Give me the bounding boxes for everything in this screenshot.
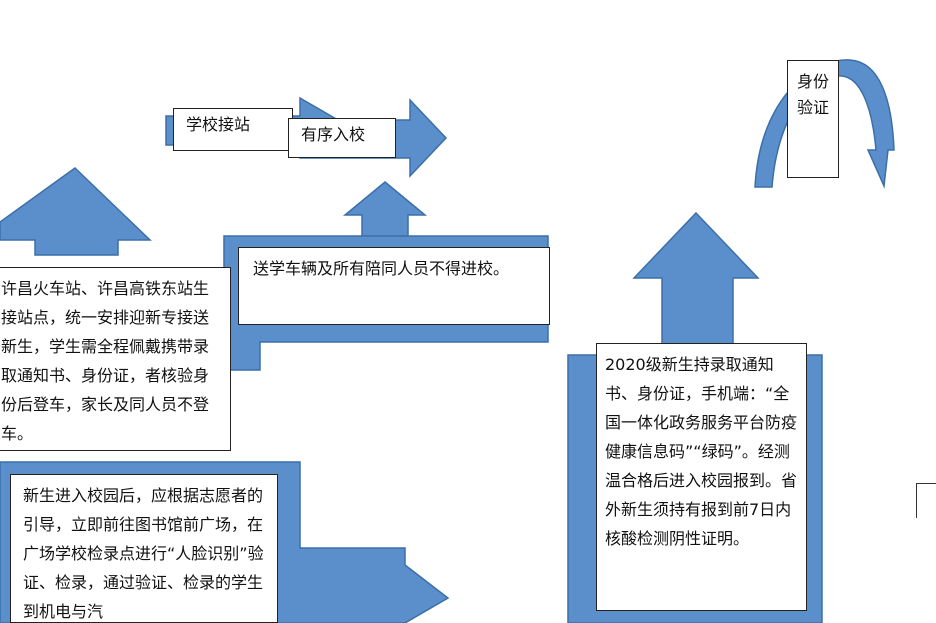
orderly-entry-label: 有序入校 [288, 118, 396, 158]
arrow-up-center [342, 181, 428, 239]
arrow-up-left [0, 167, 152, 256]
edge-fragment [916, 483, 936, 518]
identity-label: 身份验证 [787, 60, 839, 178]
school-pickup-label: 学校接站 [173, 108, 293, 151]
pickup-points-note: 许昌火车站、许昌高铁东站生接站点，统一安排迎新专接送新生，学生需全程佩戴携带录取… [0, 267, 231, 451]
vehicles-note: 送学车辆及所有陪同人员不得进校。 [238, 247, 550, 325]
arrow-up-right [632, 211, 760, 346]
arrival-note: 新生进入校园后，应根据志愿者的引导，立即前往图书馆前广场，在广场学校检录点进行“… [10, 474, 278, 623]
registration-note: 2020级新生持录取通知书、身份证，手机端：“全国一体化政务服务平台防疫健康信息… [596, 343, 807, 611]
